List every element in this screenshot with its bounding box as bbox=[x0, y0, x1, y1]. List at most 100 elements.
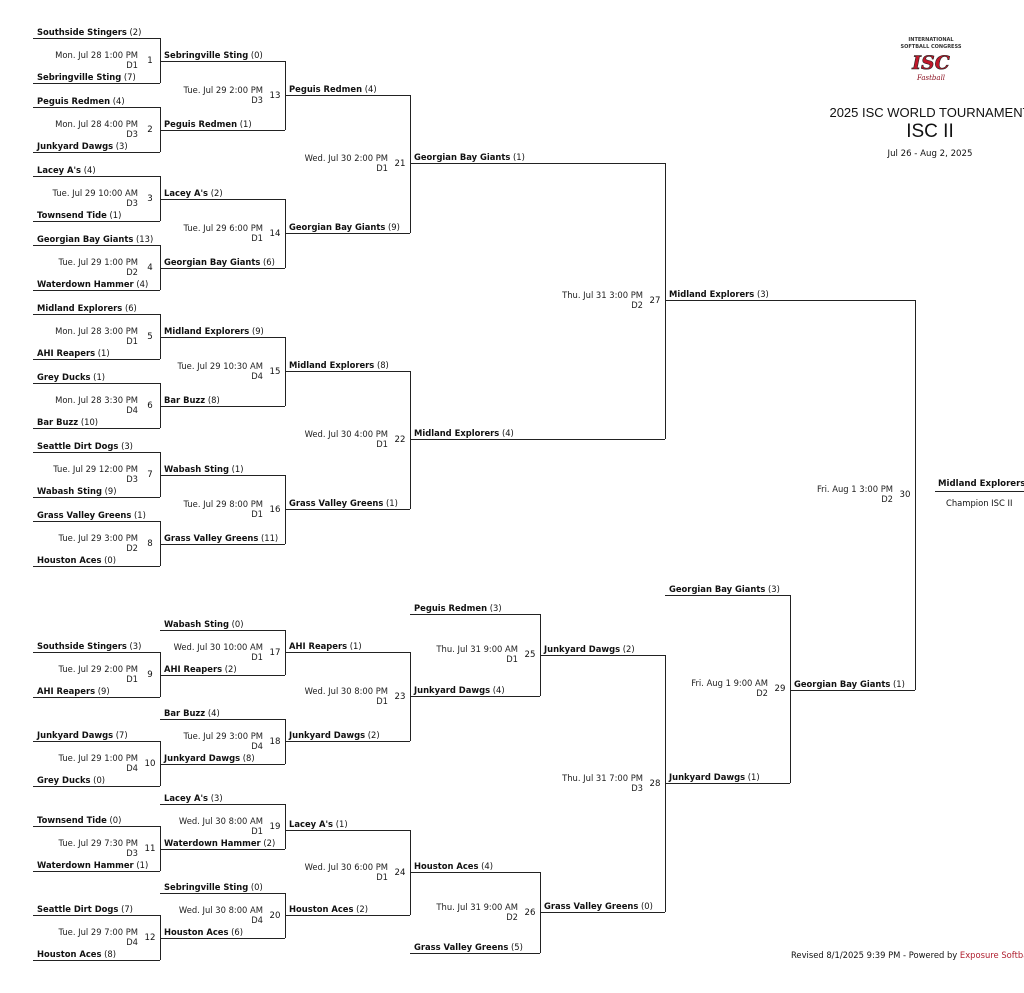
team-top[interactable]: Midland Explorers (3) bbox=[669, 289, 769, 299]
team-name: Junkyard Dawgs bbox=[37, 730, 114, 740]
team-top[interactable]: Midland Explorers (6) bbox=[37, 303, 137, 313]
team-bottom[interactable]: Georgian Bay Giants (9) bbox=[289, 222, 400, 232]
team-top[interactable]: AHI Reapers (1) bbox=[289, 641, 362, 651]
team-top[interactable]: Bar Buzz (4) bbox=[164, 708, 220, 718]
team-name: Midland Explorers bbox=[37, 303, 123, 313]
bottom-slot-line bbox=[33, 290, 160, 291]
bottom-slot-line bbox=[33, 152, 160, 153]
team-top[interactable]: Peguis Redmen (3) bbox=[414, 603, 502, 613]
team-top[interactable]: Sebringville Sting (0) bbox=[164, 882, 263, 892]
team-top[interactable]: Peguis Redmen (4) bbox=[37, 96, 125, 106]
team-bottom[interactable]: Peguis Redmen (1) bbox=[164, 119, 252, 129]
team-bottom[interactable]: Waterdown Hammer (4) bbox=[37, 279, 148, 289]
team-top[interactable]: Junkyard Dawgs (2) bbox=[544, 644, 635, 654]
bottom-slot-line bbox=[160, 406, 285, 407]
game-diamond: D3 bbox=[631, 782, 643, 793]
game-number: 24 bbox=[394, 867, 406, 878]
team-bottom[interactable]: Sebringville Sting (7) bbox=[37, 72, 136, 82]
team-top[interactable]: Peguis Redmen (4) bbox=[289, 84, 377, 94]
team-bottom[interactable]: Townsend Tide (1) bbox=[37, 210, 121, 220]
team-bottom[interactable]: Georgian Bay Giants (1) bbox=[794, 679, 905, 689]
team-bottom[interactable]: Grass Valley Greens (11) bbox=[164, 533, 278, 543]
team-top[interactable]: Houston Aces (4) bbox=[414, 861, 493, 871]
top-slot-line bbox=[33, 452, 160, 453]
game-number: 2 bbox=[147, 124, 153, 135]
team-top[interactable]: Georgian Bay Giants (13) bbox=[37, 234, 153, 244]
team-bottom[interactable]: Grass Valley Greens (0) bbox=[544, 901, 653, 911]
team-top[interactable]: Junkyard Dawgs (7) bbox=[37, 730, 128, 740]
team-top[interactable]: Grass Valley Greens (1) bbox=[37, 510, 146, 520]
team-score: (1) bbox=[134, 510, 146, 520]
team-top[interactable]: Townsend Tide (0) bbox=[37, 815, 121, 825]
team-top[interactable]: Georgian Bay Giants (3) bbox=[669, 584, 780, 594]
team-bottom[interactable]: Junkyard Dawgs (2) bbox=[289, 730, 380, 740]
connector-line bbox=[160, 314, 161, 359]
team-bottom[interactable]: AHI Reapers (2) bbox=[164, 664, 237, 674]
team-bottom[interactable]: Grey Ducks (0) bbox=[37, 775, 105, 785]
team-top[interactable]: Lacey A's (1) bbox=[289, 819, 348, 829]
team-top[interactable]: Georgian Bay Giants (1) bbox=[414, 152, 525, 162]
tournament-header: 2025 ISC WORLD TOURNAMENT ISC II Jul 26 … bbox=[800, 105, 1024, 159]
game-diamond: D3 bbox=[126, 847, 138, 858]
team-bottom[interactable]: Bar Buzz (8) bbox=[164, 395, 220, 405]
team-bottom[interactable]: Junkyard Dawgs (3) bbox=[37, 141, 128, 151]
team-bottom[interactable]: Junkyard Dawgs (4) bbox=[414, 685, 505, 695]
connector-line bbox=[160, 521, 161, 566]
team-bottom[interactable]: Houston Aces (0) bbox=[37, 555, 116, 565]
team-bottom[interactable]: Grass Valley Greens (1) bbox=[289, 498, 398, 508]
game-diamond: D1 bbox=[376, 871, 388, 882]
game-number: 12 bbox=[144, 932, 156, 943]
team-bottom[interactable]: Waterdown Hammer (1) bbox=[37, 860, 148, 870]
team-bottom[interactable]: Houston Aces (6) bbox=[164, 927, 243, 937]
team-top[interactable]: Grey Ducks (1) bbox=[37, 372, 105, 382]
team-score: (4) bbox=[364, 84, 377, 94]
team-bottom[interactable]: AHI Reapers (1) bbox=[37, 348, 110, 358]
footer: Revised 8/1/2025 9:39 PM - Powered by Ex… bbox=[791, 950, 1024, 960]
team-top[interactable]: Midland Explorers (9) bbox=[164, 326, 264, 336]
team-top[interactable]: Lacey A's (4) bbox=[37, 165, 96, 175]
game-datetime: Thu. Jul 31 7:00 PM bbox=[562, 772, 643, 783]
team-top[interactable]: Southside Stingers (2) bbox=[37, 27, 141, 37]
team-bottom[interactable]: Midland Explorers (4) bbox=[414, 428, 514, 438]
team-bottom[interactable]: Houston Aces (8) bbox=[37, 949, 116, 959]
isc-logo: INTERNATIONAL SOFTBALL CONGRESS ISC Fast… bbox=[896, 34, 966, 94]
team-top[interactable]: Seattle Dirt Dogs (3) bbox=[37, 441, 133, 451]
team-top[interactable]: Southside Stingers (3) bbox=[37, 641, 141, 651]
team-top[interactable]: Lacey A's (2) bbox=[164, 188, 223, 198]
game-datetime: Tue. Jul 29 7:00 PM bbox=[58, 926, 138, 937]
team-bottom[interactable]: Bar Buzz (10) bbox=[37, 417, 98, 427]
team-top[interactable]: Midland Explorers (8) bbox=[289, 360, 389, 370]
exposure-link[interactable]: Exposure Softball Events bbox=[959, 950, 1024, 960]
game-diamond: D2 bbox=[506, 911, 518, 922]
team-score: (5) bbox=[511, 942, 523, 952]
game-number: 27 bbox=[649, 296, 661, 306]
top-slot-line bbox=[160, 337, 285, 338]
team-bottom[interactable]: Georgian Bay Giants (6) bbox=[164, 257, 275, 267]
team-top[interactable]: Wabash Sting (1) bbox=[164, 464, 244, 474]
team-top[interactable]: Wabash Sting (0) bbox=[164, 619, 244, 629]
team-name: Waterdown Hammer bbox=[37, 860, 134, 870]
bottom-slot-line bbox=[160, 130, 285, 131]
team-top[interactable]: Lacey A's (3) bbox=[164, 793, 223, 803]
team-bottom[interactable]: Grass Valley Greens (5) bbox=[414, 942, 523, 952]
team-name: Junkyard Dawgs bbox=[37, 141, 114, 151]
team-bottom[interactable]: AHI Reapers (9) bbox=[37, 686, 110, 696]
team-bottom[interactable]: Waterdown Hammer (2) bbox=[164, 838, 275, 848]
connector-line bbox=[410, 371, 411, 509]
team-bottom[interactable]: Wabash Sting (9) bbox=[37, 486, 117, 496]
team-top[interactable]: Sebringville Sting (0) bbox=[164, 50, 263, 60]
team-bottom[interactable]: Houston Aces (2) bbox=[289, 904, 368, 914]
team-score: (9) bbox=[104, 486, 117, 496]
game-datetime: Tue. Jul 29 7:30 PM bbox=[58, 837, 138, 848]
division-title: ISC II bbox=[906, 121, 954, 142]
champion-team[interactable]: Midland Explorers bbox=[938, 479, 1024, 489]
team-bottom[interactable]: Junkyard Dawgs (8) bbox=[164, 753, 255, 763]
team-top[interactable]: Seattle Dirt Dogs (7) bbox=[37, 904, 133, 914]
team-bottom[interactable]: Junkyard Dawgs (1) bbox=[669, 772, 760, 782]
team-score: (8) bbox=[104, 949, 117, 959]
game-datetime: Thu. Jul 31 9:00 AM bbox=[436, 901, 518, 912]
